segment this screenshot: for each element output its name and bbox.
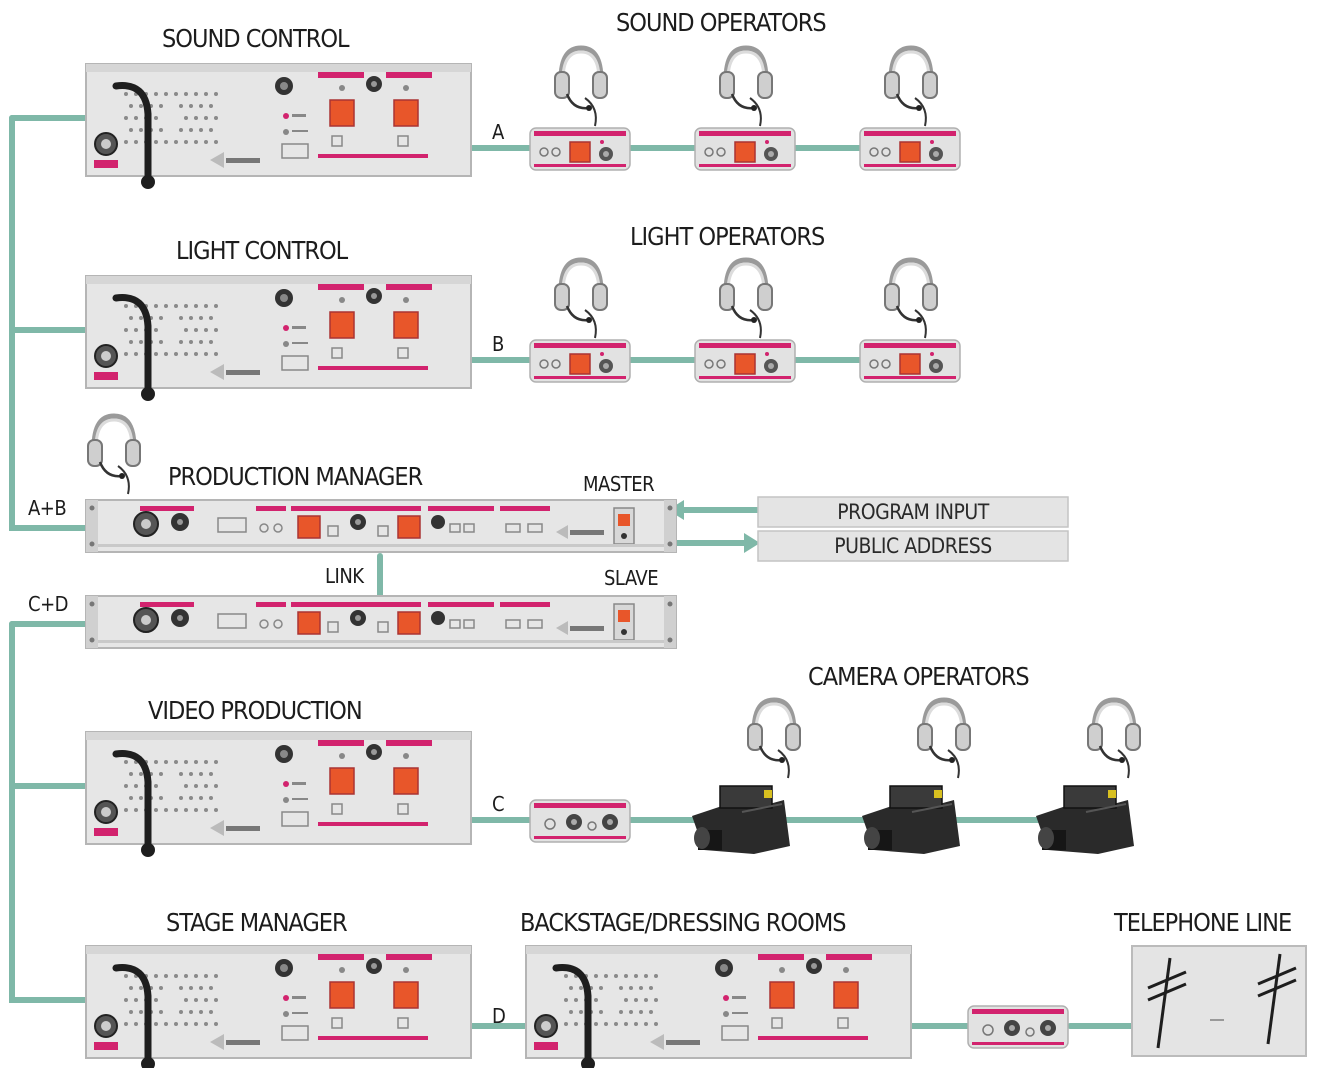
headset-icon [885, 48, 937, 126]
stage-manager-station [86, 946, 471, 1068]
light-beltpack-3 [859, 339, 961, 383]
slave-label: SLAVE [604, 566, 659, 590]
channel-cd-label: C+D [28, 592, 69, 616]
production-manager-label: PRODUCTION MANAGER [168, 462, 423, 491]
camera-icon [691, 785, 791, 855]
light-operators-label: LIGHT OPERATORS [630, 222, 825, 251]
sound-beltpack-3 [859, 127, 961, 171]
program-input-text: PROGRAM INPUT [837, 500, 989, 524]
camera-icon [1035, 785, 1135, 855]
video-production-label: VIDEO PRODUCTION [148, 696, 363, 725]
headset-icon [555, 260, 607, 338]
channel-d-label: D [492, 1004, 506, 1028]
sound-beltpack-1 [529, 127, 631, 171]
camera-operators-label: CAMERA OPERATORS [808, 662, 1030, 691]
public-address-box [757, 530, 1069, 562]
headset-icon [720, 260, 772, 338]
telephone-line-label: TELEPHONE LINE [1114, 908, 1292, 937]
sound-beltpack-2 [694, 127, 796, 171]
light-beltpack-2 [694, 339, 796, 383]
backstage-station [526, 946, 911, 1068]
master-rack-unit [85, 499, 677, 553]
public-address-text: PUBLIC ADDRESS [834, 534, 992, 558]
link-label: LINK [325, 564, 364, 588]
telephone-interface-box [967, 1005, 1069, 1049]
channel-ab-label: A+B [28, 496, 67, 520]
camera-icon [861, 785, 961, 855]
slave-rack-unit [85, 595, 677, 649]
headset-icon [555, 48, 607, 126]
sound-control-label: SOUND CONTROL [162, 24, 350, 53]
master-label: MASTER [583, 472, 655, 496]
light-control-station [86, 276, 471, 401]
headset-icon [885, 260, 937, 338]
cables [9, 115, 1135, 1029]
headset-icon [918, 700, 970, 778]
telephone-line-box [1131, 945, 1307, 1057]
headset-icon [1088, 700, 1140, 778]
channel-c-label: C [492, 792, 505, 816]
stage-manager-label: STAGE MANAGER [166, 908, 348, 937]
camera-interface-box [529, 799, 631, 843]
headset-icon [748, 700, 800, 778]
program-input-box [757, 496, 1069, 528]
sound-control-station [86, 64, 471, 189]
channel-b-label: B [492, 332, 504, 356]
video-production-station [86, 732, 471, 857]
sound-operators-label: SOUND OPERATORS [616, 8, 827, 37]
headset-icon [720, 48, 772, 126]
channel-a-label: A [492, 120, 504, 144]
headset-icon [88, 416, 140, 494]
backstage-label: BACKSTAGE/DRESSING ROOMS [520, 908, 847, 937]
light-control-label: LIGHT CONTROL [176, 236, 348, 265]
light-beltpack-1 [529, 339, 631, 383]
